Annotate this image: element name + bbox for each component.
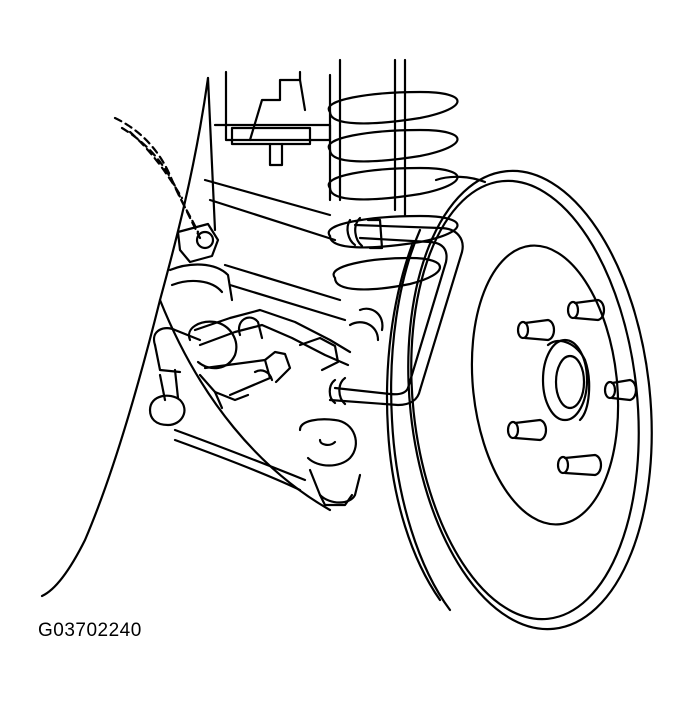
wheel-hub (459, 238, 631, 532)
coil-spring (329, 92, 458, 289)
dust-shield (350, 309, 382, 340)
sensor-wire (115, 118, 200, 238)
wheel-studs (508, 300, 636, 475)
fender-outline (42, 78, 330, 596)
strut-upper-mount (215, 60, 405, 215)
brake-hose (189, 310, 350, 408)
steering-knuckle (150, 180, 360, 505)
brake-rotor (387, 159, 674, 642)
sensor-connector (170, 224, 232, 300)
figure-code: G03702240 (38, 620, 142, 641)
